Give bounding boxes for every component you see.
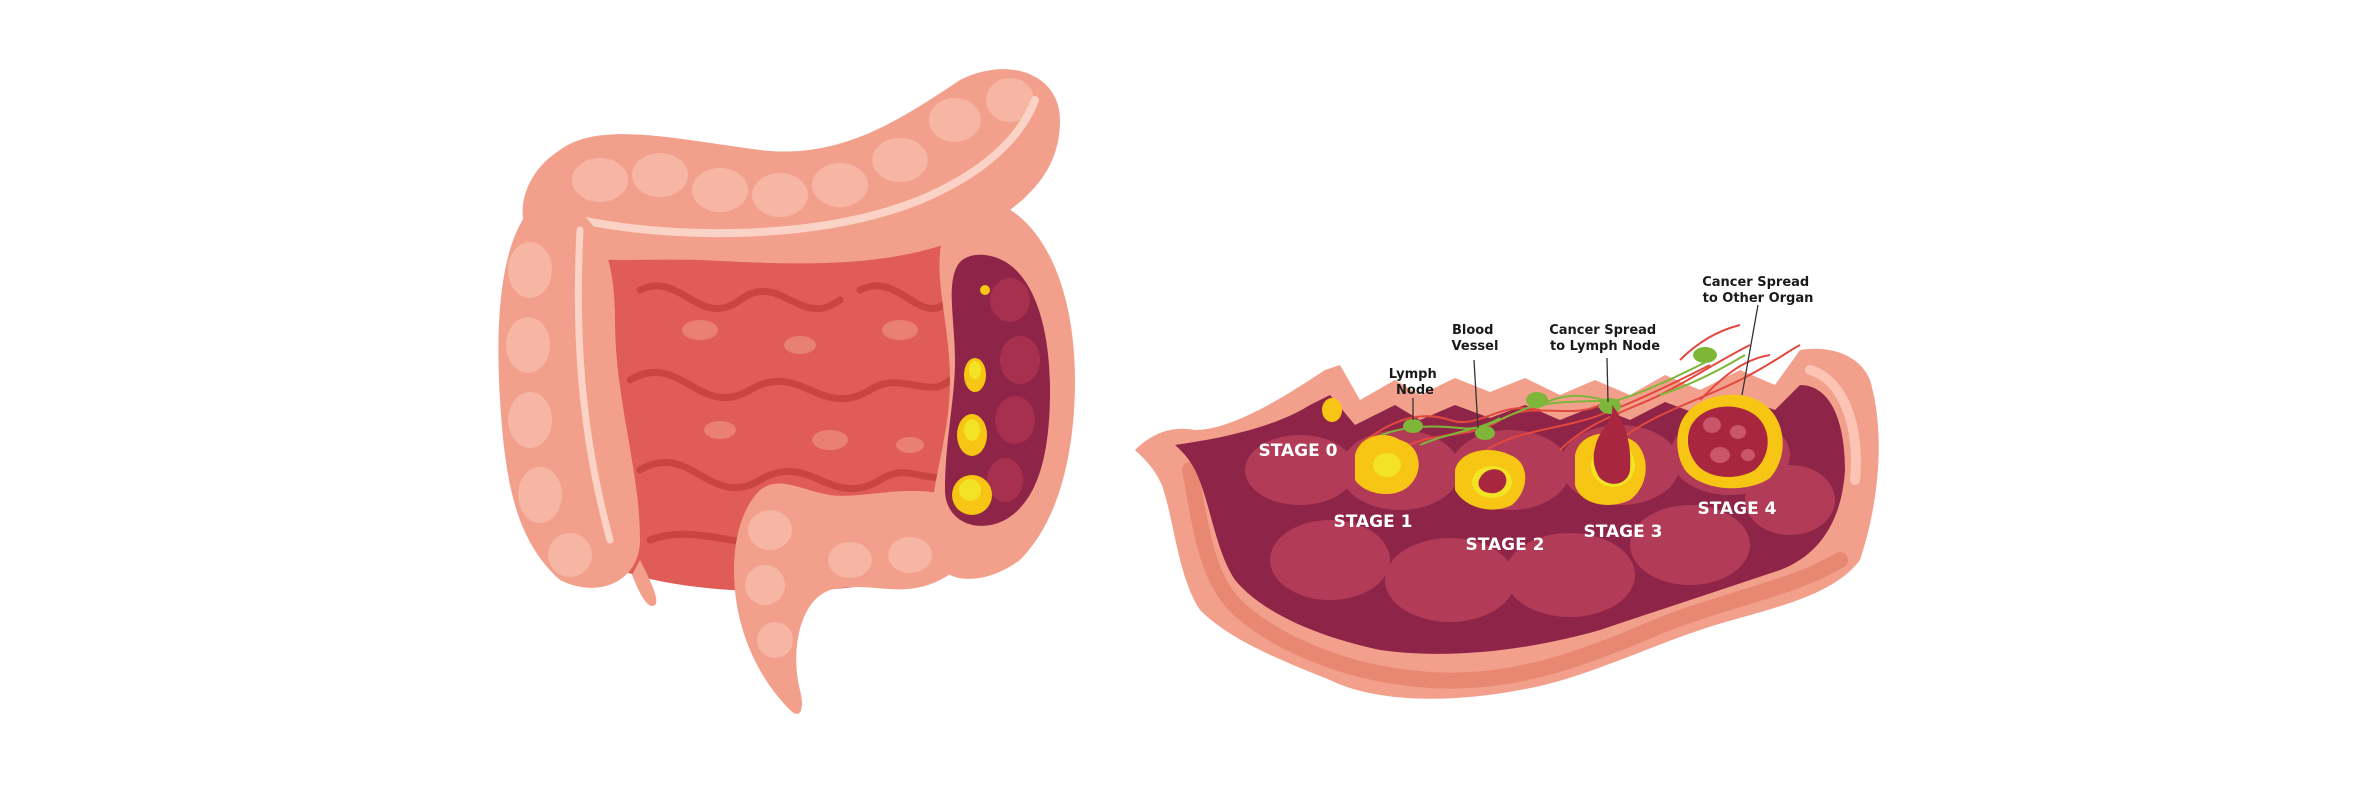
stage-1-label: STAGE 1 <box>1334 512 1413 532</box>
appendix <box>632 560 657 606</box>
stage-4-label: STAGE 4 <box>1698 499 1777 519</box>
transverse-colon-band <box>576 96 1039 238</box>
ascending-colon-haustra <box>506 242 592 577</box>
blood-vessels <box>1359 324 1801 456</box>
annotation-leader-lines <box>1412 304 1759 429</box>
stage-1-tumor <box>1355 435 1419 495</box>
sigmoid-colon-haustra <box>745 510 932 658</box>
colon-wall-highlight <box>1805 365 1861 485</box>
large-intestine-illustration <box>498 69 1075 714</box>
blood-vessel-label: Blood Vessel <box>1452 323 1499 354</box>
lymph-node-label: Lymph Node <box>1389 367 1442 398</box>
cutaway-lumen-folds <box>987 278 1040 502</box>
colon-tumors <box>952 285 992 515</box>
small-intestine-highlights <box>682 320 924 453</box>
transverse-colon <box>522 69 1060 264</box>
stage-2-label: STAGE 2 <box>1466 535 1545 555</box>
stage-4-tumor <box>1677 394 1783 489</box>
colon-cross-section: Lymph Node Blood Vessel Cancer Spread to… <box>1135 275 1879 699</box>
transverse-colon-haustra <box>572 78 1034 217</box>
lymph-spread-label: Cancer Spread to Lymph Node <box>1549 323 1661 354</box>
stage-3-tumor <box>1575 405 1646 505</box>
stage-0-tumor <box>1322 398 1342 422</box>
stage-0-label: STAGE 0 <box>1259 441 1338 461</box>
colon-wall-shadow <box>1182 462 1848 689</box>
descending-colon-cutaway <box>945 254 1050 526</box>
organ-spread-label: Cancer Spread to Other Organ <box>1702 275 1814 306</box>
stage-2-tumor <box>1455 450 1526 510</box>
stage-3-label: STAGE 3 <box>1584 522 1663 542</box>
ascending-colon-band <box>574 226 614 544</box>
